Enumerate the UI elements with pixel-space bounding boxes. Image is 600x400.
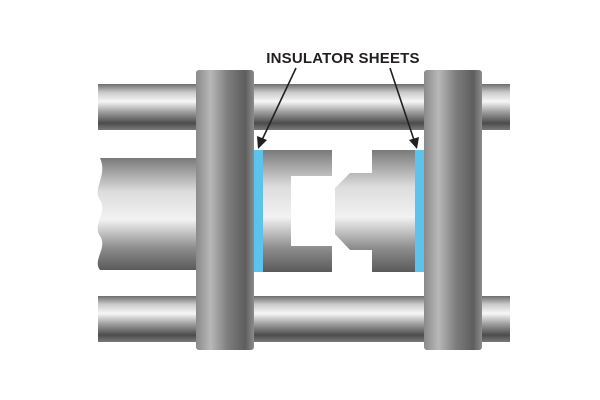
moving-platen [424,70,482,350]
arrowhead-left [257,136,267,149]
arrow-left [261,67,297,141]
insulator-sheets-label: INSULATOR SHEETS [266,50,420,67]
insulator-sheet-right [415,150,424,272]
mold-half-moving [335,150,415,272]
mold-half-fixed [263,150,332,272]
arrow-right [389,67,415,141]
injection-unit [97,158,200,270]
arrowhead-right [409,137,419,149]
label-arrows [257,67,419,149]
fixed-platen [196,70,254,350]
insulator-sheet-left [254,150,263,272]
